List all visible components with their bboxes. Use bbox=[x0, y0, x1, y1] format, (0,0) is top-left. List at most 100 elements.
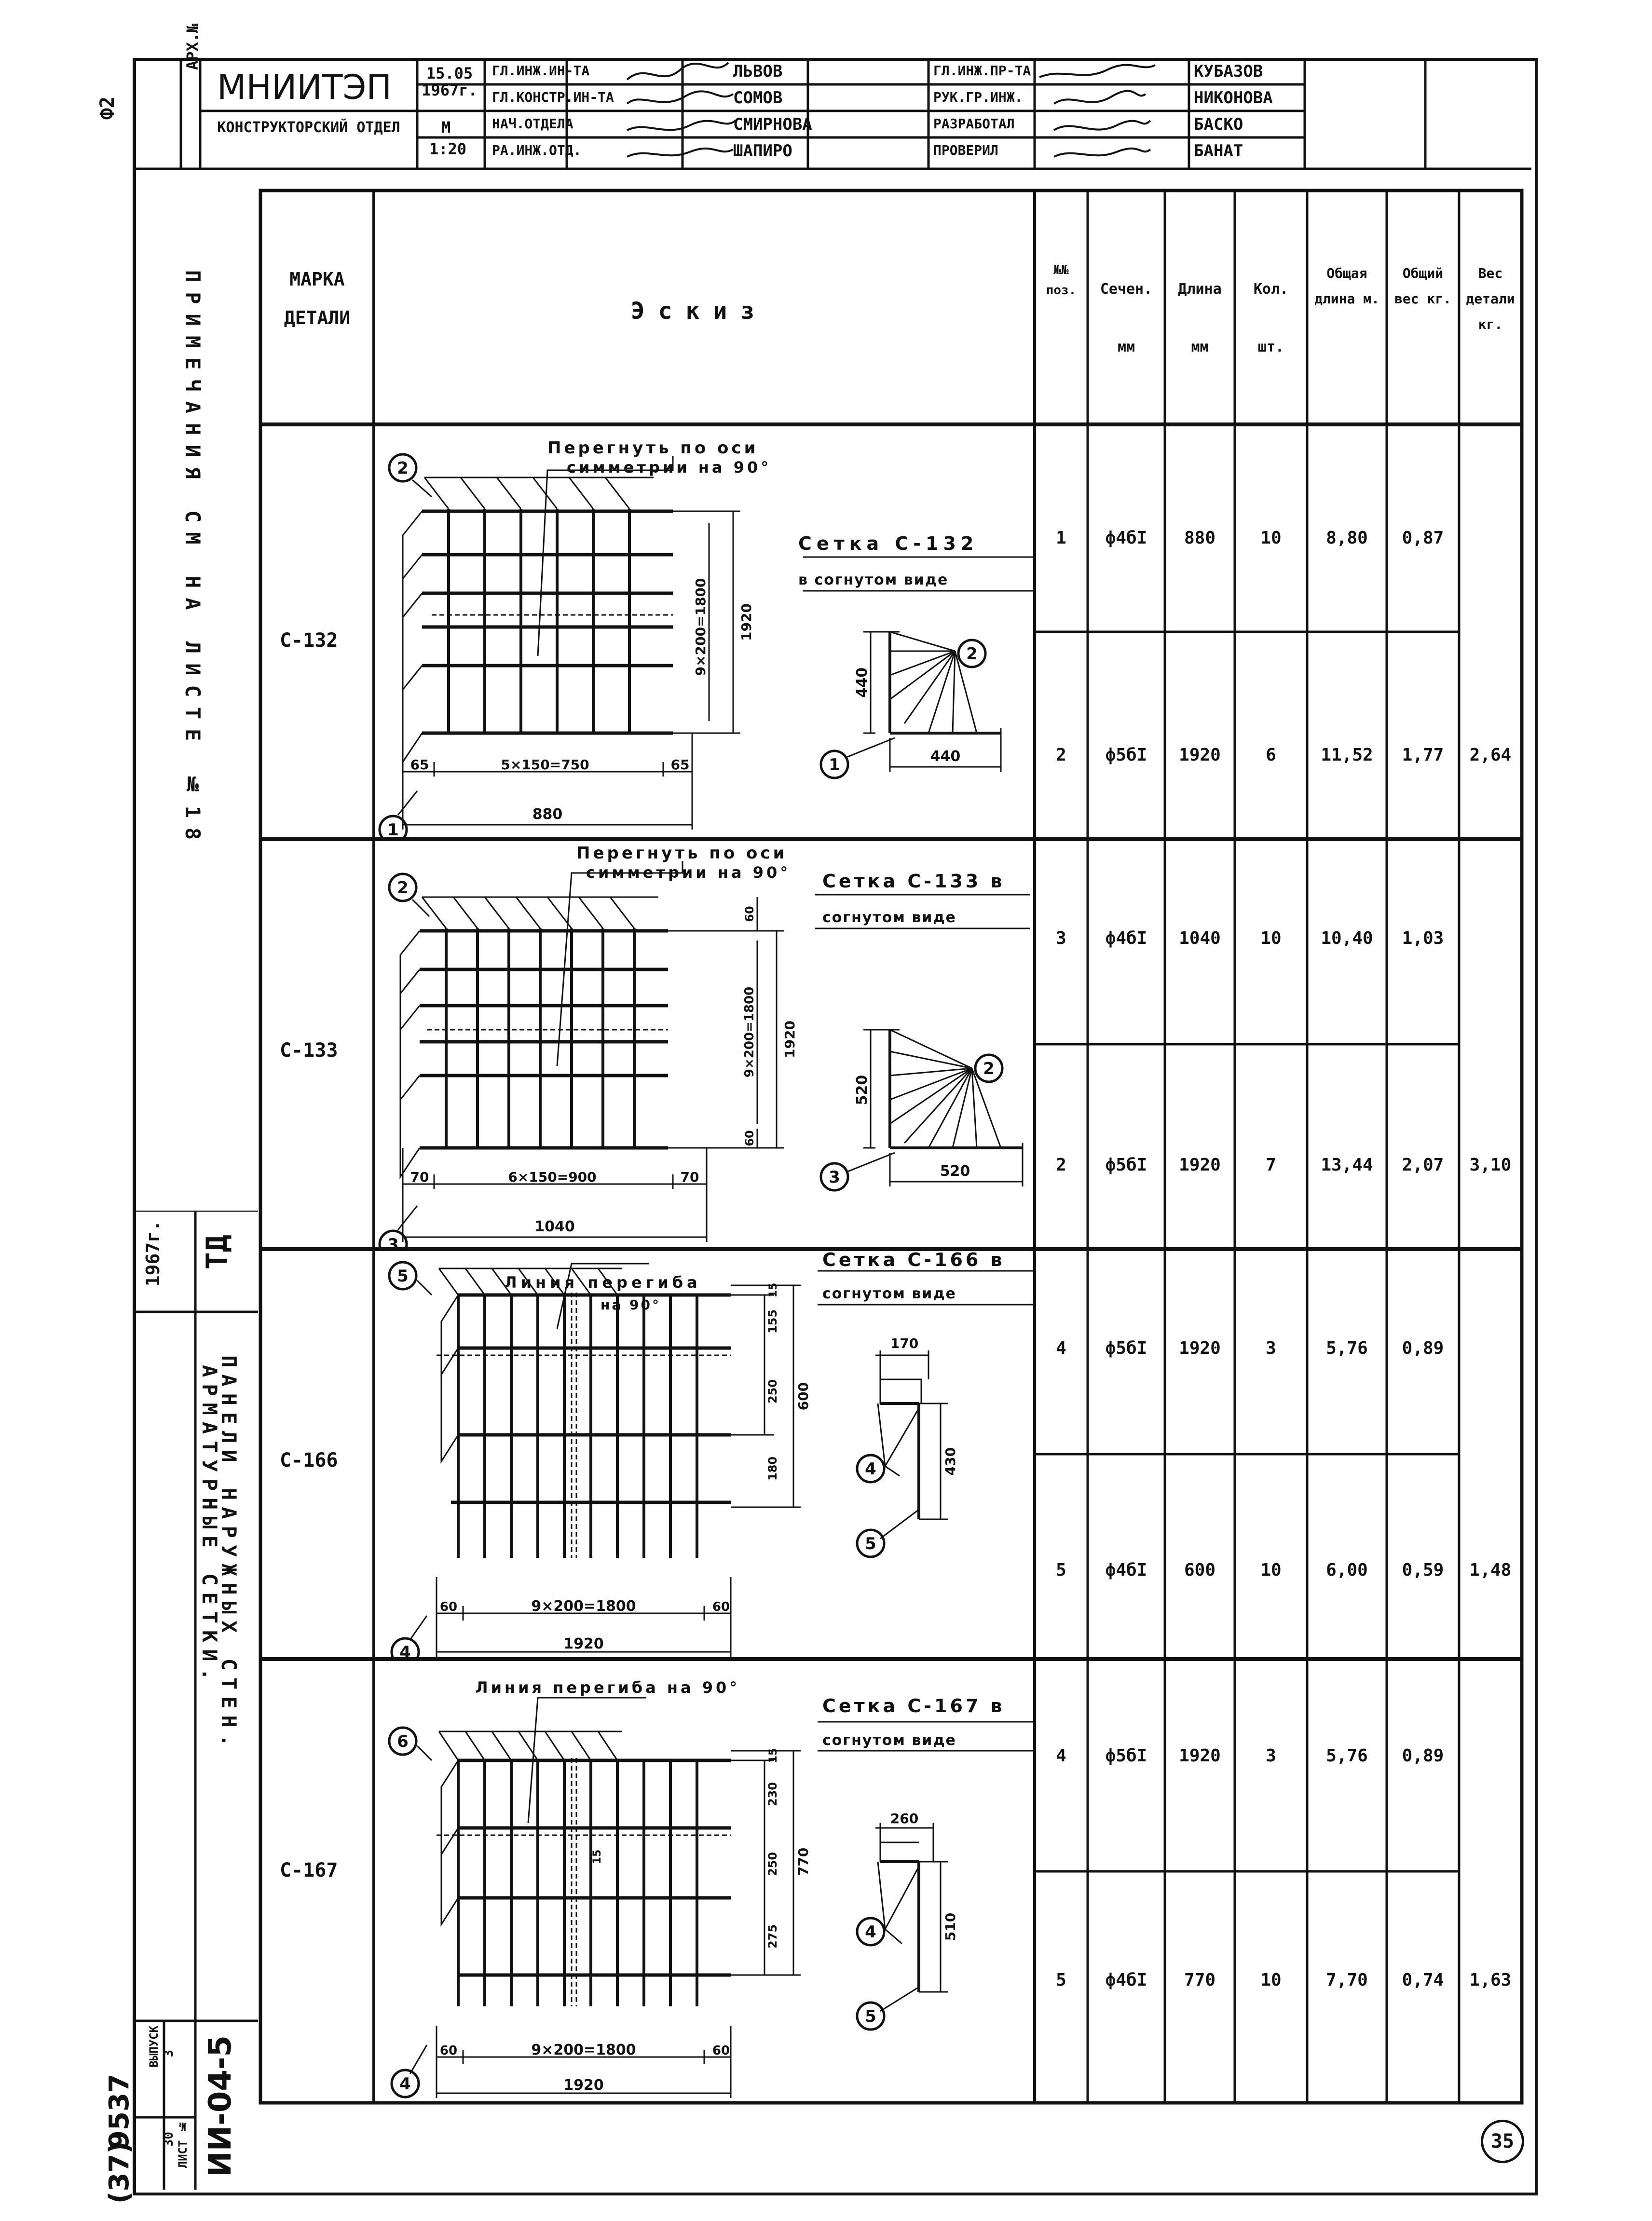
length-cell: 1920 bbox=[1179, 1155, 1221, 1175]
header-total-length: Общая длина м. bbox=[1314, 265, 1379, 307]
position-bubble bbox=[856, 1528, 886, 1558]
mesh-title-2: согнутом виде bbox=[822, 909, 956, 926]
dim-mid: 6×150=900 bbox=[508, 1169, 596, 1185]
dim-bent-v: 520 bbox=[854, 1075, 871, 1105]
role-3-0: РА.ИНЖ.ОТД. bbox=[492, 142, 582, 158]
total-weight-cell: 0,87 bbox=[1402, 528, 1444, 548]
bend-note-1: Линия перегиба на 90° bbox=[475, 1678, 740, 1697]
dim-bent-top: 260 bbox=[890, 1811, 918, 1826]
bubble-label: 6 bbox=[397, 1732, 409, 1751]
total-weight-cell: 1,03 bbox=[1402, 928, 1444, 948]
dim-vtotal: 600 bbox=[795, 1382, 811, 1410]
dim-total: 880 bbox=[532, 806, 563, 823]
margin-note: ПРИМЕЧАНИЯ СМ НА ЛИСТЕ №18 bbox=[181, 270, 205, 850]
dim-left: 60 bbox=[440, 2044, 457, 2058]
pos-cell: 4 bbox=[1056, 1338, 1066, 1358]
dim-v2: 230 bbox=[766, 1782, 779, 1806]
bubble-label: 2 bbox=[966, 644, 978, 664]
pos-cell: 5 bbox=[1056, 1560, 1066, 1580]
role-2-0: НАЧ.ОТДЕЛА bbox=[492, 116, 573, 132]
mesh-title-1: Сетка С-132 bbox=[798, 533, 978, 554]
pos-cell: 2 bbox=[1056, 1155, 1066, 1175]
bend-note-1: Перегнуть по оси bbox=[547, 438, 758, 458]
dim-bent-v: 510 bbox=[942, 1913, 958, 1941]
header-sketch: Эскиз bbox=[630, 298, 768, 325]
role-0-0: ГЛ.ИНЖ.ИН-ТА bbox=[492, 63, 590, 79]
detail-weight-cell: 1,63 bbox=[1469, 1970, 1512, 1990]
position-bubble bbox=[388, 1726, 418, 1756]
mesh-title-1: Сетка С-167 в bbox=[822, 1695, 1005, 1717]
header-length: Длина мм bbox=[1178, 281, 1222, 355]
dim-left: 70 bbox=[410, 1169, 429, 1185]
dim-left: 65 bbox=[410, 757, 429, 773]
total-weight-cell: 0,59 bbox=[1402, 1560, 1444, 1580]
section-cell: ф4бI bbox=[1105, 1560, 1147, 1580]
position-bubble bbox=[819, 1162, 849, 1192]
position-bubble bbox=[856, 1917, 886, 1947]
position-bubble bbox=[378, 1229, 408, 1249]
dim-bent-top: 170 bbox=[890, 1335, 918, 1351]
qty-cell: 6 bbox=[1266, 745, 1276, 765]
dim-v4: 275 bbox=[766, 1924, 779, 1948]
total-weight-cell: 0,74 bbox=[1402, 1970, 1444, 1990]
bubble-label: 2 bbox=[397, 878, 409, 898]
position-bubble bbox=[388, 872, 418, 902]
role-2-2: РАЗРАБОТАЛ bbox=[933, 116, 1015, 132]
sheet-frame bbox=[133, 58, 1538, 2195]
dim-bent-v: 440 bbox=[854, 668, 871, 698]
dim-vert: 9×200=1800 bbox=[742, 987, 757, 1077]
qty-cell: 3 bbox=[1266, 1746, 1276, 1766]
bubble-label: 1 bbox=[829, 755, 840, 775]
dim-inner: 15 bbox=[591, 1850, 603, 1865]
role-2-1: СМИРНОВА bbox=[733, 115, 812, 134]
length-cell: 1920 bbox=[1179, 745, 1221, 765]
position-bubble bbox=[819, 749, 849, 779]
page-number-circle: 35 bbox=[1481, 2120, 1524, 2163]
pos-cell: 1 bbox=[1056, 528, 1066, 548]
qty-cell: 7 bbox=[1266, 1155, 1276, 1175]
dim-bent-h: 520 bbox=[940, 1163, 970, 1180]
signatures-column-1 bbox=[626, 62, 737, 158]
bubble-label: 4 bbox=[399, 2074, 411, 2094]
dim-bent-h: 440 bbox=[930, 748, 961, 765]
role-3-2: ПРОВЕРИЛ bbox=[933, 142, 998, 158]
scale: 1:20 bbox=[429, 140, 467, 158]
dim-bent-v: 430 bbox=[942, 1447, 958, 1475]
bend-note-2: на 90° bbox=[601, 1297, 661, 1313]
length-cell: 600 bbox=[1184, 1560, 1216, 1580]
dim-top: 60 bbox=[743, 906, 756, 922]
bubble-label: 2 bbox=[397, 459, 409, 478]
detail-weight-cell: 3,10 bbox=[1469, 1155, 1512, 1175]
role-0-2: ГЛ.ИНЖ.ПР-ТА bbox=[933, 63, 1031, 79]
mesh-title-2: согнутом виде bbox=[822, 1732, 956, 1749]
stamp-grid bbox=[133, 1211, 258, 2190]
dim-mid: 5×150=750 bbox=[501, 757, 589, 773]
total-weight-cell: 0,89 bbox=[1402, 1338, 1444, 1358]
total-length-cell: 5,76 bbox=[1326, 1746, 1368, 1766]
header-detail-weight: Вес детали кг. bbox=[1466, 265, 1515, 333]
section-cell: ф5бI bbox=[1105, 745, 1147, 765]
sketch-c166: 4 5 4 5 Линия перегиба на 90° Сетка С-16… bbox=[388, 1249, 1035, 1659]
header-section: Сечен. мм bbox=[1100, 281, 1153, 355]
page-number: 35 bbox=[1490, 2130, 1515, 2153]
role-1-3: НИКОНОВА bbox=[1194, 88, 1273, 108]
dim-v1: 15 bbox=[767, 1283, 779, 1298]
section-cell: ф5бI bbox=[1105, 1155, 1147, 1175]
qty-cell: 3 bbox=[1266, 1338, 1276, 1358]
role-1-1: СОМОВ bbox=[733, 88, 783, 108]
position-bubble bbox=[378, 815, 408, 839]
total-length-cell: 11,52 bbox=[1321, 745, 1373, 765]
dim-vtotal: 1920 bbox=[782, 1021, 798, 1058]
scale-label: М bbox=[441, 118, 451, 136]
bubble-label: 4 bbox=[865, 1459, 876, 1479]
dim-right: 65 bbox=[671, 757, 690, 773]
position-bubble bbox=[390, 1637, 420, 1659]
mesh-title-1: Сетка С-166 в bbox=[822, 1249, 1005, 1270]
total-length-cell: 8,80 bbox=[1326, 528, 1368, 548]
bubble-label: 4 bbox=[399, 1643, 411, 1659]
total-length-cell: 13,44 bbox=[1321, 1155, 1373, 1175]
sketch-c133: 3 2 2 3 Перегнуть по оси симметрии на 90… bbox=[378, 844, 1030, 1249]
position-bubble bbox=[957, 639, 987, 668]
dim-v3: 250 bbox=[766, 1852, 779, 1876]
pos-cell: 4 bbox=[1056, 1746, 1066, 1766]
